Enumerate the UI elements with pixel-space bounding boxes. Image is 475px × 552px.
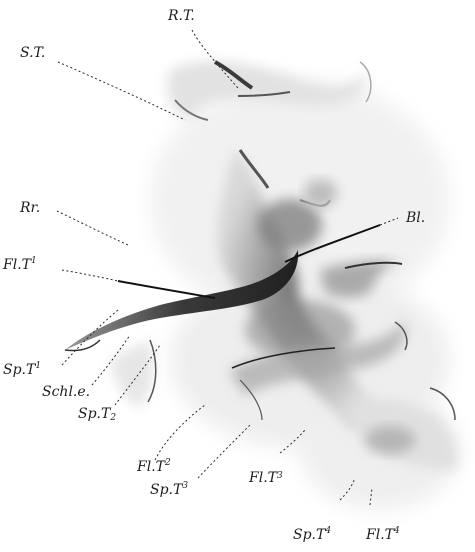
label-bl: Bl. (405, 210, 425, 226)
label-spt4: Sp.T4 (293, 526, 331, 543)
label-spt2: Sp.T2 (78, 406, 116, 423)
label-schle: Schl.e. (42, 384, 90, 400)
label-spt1: Sp.T1 (3, 361, 41, 378)
label-flt3: Fl.T3 (248, 470, 283, 486)
label-st: S.T. (20, 45, 45, 61)
label-spt3: Sp.T3 (150, 481, 188, 498)
label-rr: Rr. (19, 200, 40, 216)
label-flt1: Fl.T1 (2, 256, 37, 273)
label-flt2: Fl.T2 (136, 458, 171, 475)
label-rt: R.T. (167, 8, 195, 24)
label-flt4: Fl.T4 (365, 526, 400, 543)
